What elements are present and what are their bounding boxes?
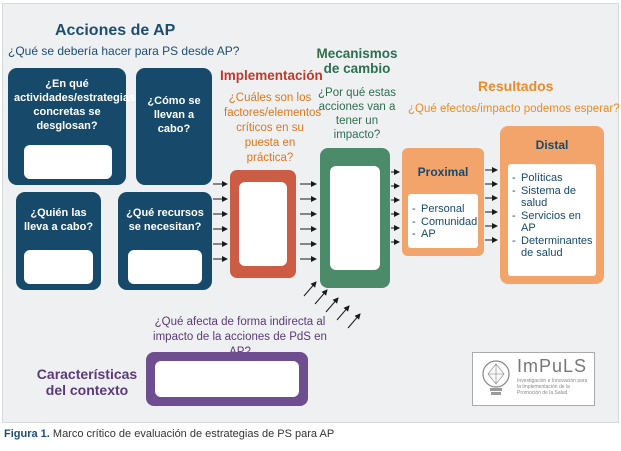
proximal-box: Proximal Personal Comunidad AP (402, 148, 484, 256)
acciones-box-quien: ¿Quién las lleva a cabo? (16, 192, 101, 290)
answer-field (330, 166, 380, 270)
answer-field (128, 250, 202, 284)
arrows-to-mecanismos (300, 181, 317, 262)
answer-field (239, 182, 287, 266)
acciones-box-label: ¿Cómo se llevan a cabo? (147, 95, 201, 135)
acciones-box-label: ¿En qué actividades/estrategias concreta… (14, 78, 136, 132)
implementacion-question: ¿Cuáles son los factores/elementos críti… (224, 92, 322, 164)
figure-caption: Figura 1. Marco crítico de evaluación de… (4, 428, 334, 440)
distal-list-box: Políticas Sistema de salud Servicios en … (508, 164, 596, 276)
arrows-to-implementacion (213, 181, 228, 262)
mecanismos-box (320, 148, 390, 288)
mecanismos-title: Mecanismos de cambio (316, 46, 398, 76)
acciones-question: ¿Qué se debería hacer para PS desde AP? (8, 44, 240, 58)
list-item: Políticas (512, 172, 592, 185)
list-item: Comunidad (412, 216, 478, 229)
acciones-box-label: ¿Qué recursos se necesitan? (126, 207, 204, 233)
contexto-title: Características del contexto (36, 366, 138, 398)
contexto-box (146, 352, 308, 406)
impuls-logo: ImPuLS Investigación e Innovación para l… (472, 352, 595, 406)
proximal-list: Personal Comunidad AP (408, 194, 478, 241)
list-item: Personal (412, 203, 478, 216)
list-item: Determinantes de salud (512, 235, 593, 260)
lightbulb-icon (482, 360, 510, 395)
acciones-box-recursos: ¿Qué recursos se necesitan? (118, 192, 212, 290)
list-item: Servicios en AP (512, 210, 592, 235)
distal-box: Distal Políticas Sistema de salud Servic… (500, 126, 604, 284)
caption-label: Figura 1. (4, 428, 50, 440)
acciones-box-como: ¿Cómo se llevan a cabo? (136, 68, 212, 185)
resultados-title: Resultados (478, 78, 554, 94)
distal-list: Políticas Sistema de salud Servicios en … (508, 164, 596, 260)
arrows-from-contexto (303, 281, 361, 329)
arrow (325, 297, 339, 313)
distal-title: Distal (535, 138, 569, 152)
logo-tagline: Investigación e Innovación para la Imple… (517, 378, 588, 396)
acciones-box-label: ¿Quién las lleva a cabo? (23, 207, 94, 233)
answer-field (155, 361, 299, 397)
arrow (303, 281, 317, 297)
arrows-to-distal (485, 167, 498, 243)
arrow (347, 313, 361, 329)
acciones-title: Acciones de AP (55, 22, 176, 39)
mecanismos-question: ¿Por qué estas acciones van a tener un i… (318, 87, 396, 141)
proximal-list-box: Personal Comunidad AP (408, 194, 478, 248)
caption-text: Marco crítico de evaluación de estrategi… (52, 428, 335, 440)
list-item: Sistema de salud (512, 185, 592, 210)
implementacion-box (230, 170, 296, 278)
answer-field (24, 250, 93, 284)
proximal-title: Proximal (417, 165, 469, 179)
list-item: AP (412, 228, 478, 241)
contexto-question: ¿Qué afecta de forma indirecta al impact… (153, 316, 327, 358)
implementacion-title: Implementación (220, 68, 323, 83)
acciones-box-actividades: ¿En qué actividades/estrategias concreta… (8, 68, 136, 185)
arrows-to-proximal (391, 169, 400, 245)
arrow (336, 305, 350, 321)
logo-name: ImPuLS (517, 356, 588, 376)
resultados-question: ¿Qué efectos/impacto podemos esperar? (408, 103, 620, 115)
answer-field (24, 145, 112, 179)
arrow (314, 289, 328, 305)
